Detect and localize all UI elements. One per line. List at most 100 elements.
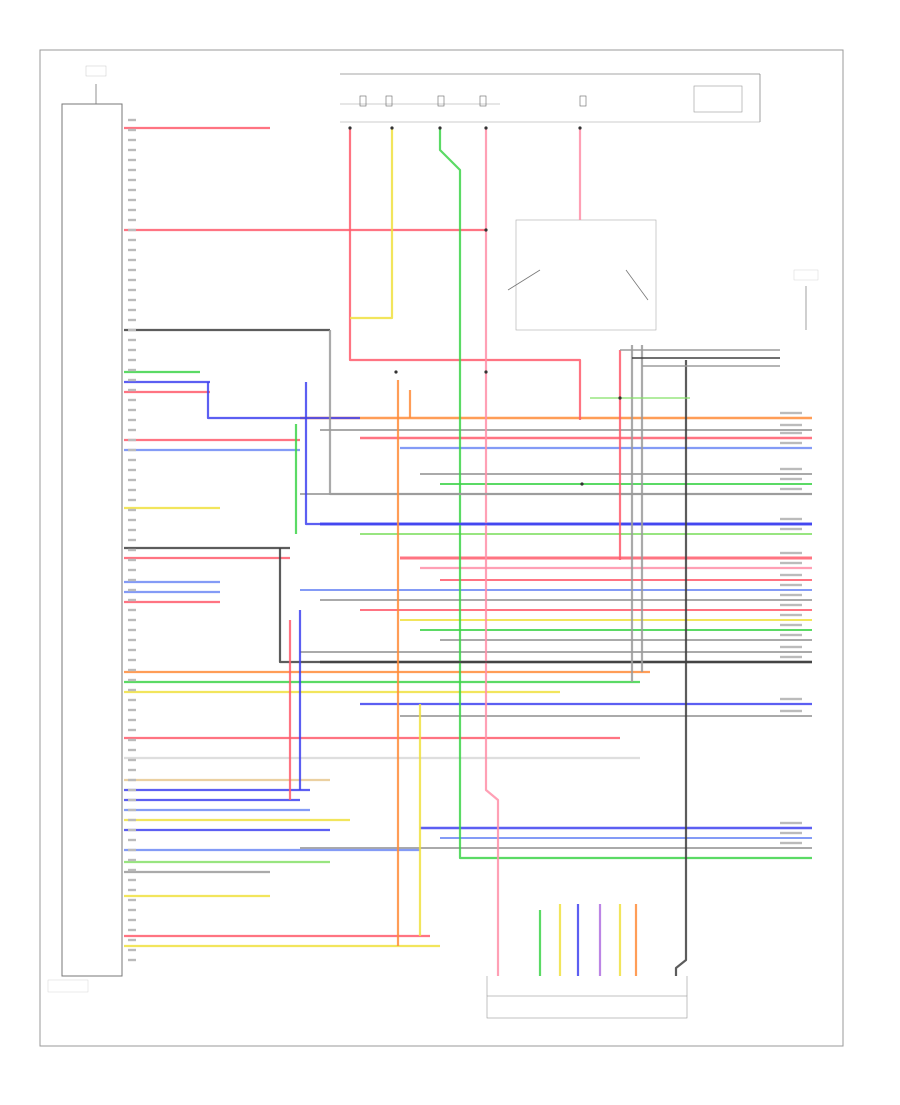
pin-label-mark <box>128 648 136 652</box>
pin-label-mark <box>128 278 136 282</box>
pin-label-mark <box>128 908 136 912</box>
pin-label-mark <box>128 178 136 182</box>
pin-label-mark <box>128 838 136 842</box>
pin-label-mark <box>128 128 136 132</box>
pin-label-mark <box>128 878 136 882</box>
pin-label-mark <box>128 288 136 292</box>
pin-label-mark <box>128 778 136 782</box>
pin-label-mark <box>780 583 802 587</box>
pin-label-mark <box>128 488 136 492</box>
pin-label-mark <box>780 593 802 597</box>
pin-label-mark <box>128 868 136 872</box>
pin-label-mark <box>780 467 802 471</box>
pin-label-mark <box>128 508 136 512</box>
right-ground-icon <box>793 269 819 330</box>
routing-wire <box>350 128 394 320</box>
pin-label-mark <box>128 588 136 592</box>
pin-label-mark <box>780 551 802 555</box>
pin-label-mark <box>128 808 136 812</box>
pin-label-mark <box>128 228 136 232</box>
pin-label-mark <box>128 638 136 642</box>
routing-wire <box>674 360 688 976</box>
pin-label-mark <box>128 728 136 732</box>
routing-wire <box>304 382 812 526</box>
pin-label-mark <box>128 538 136 542</box>
pin-label-mark <box>780 841 802 845</box>
pin-label-mark <box>780 423 802 427</box>
pin-label-mark <box>128 378 136 382</box>
left-control-module <box>47 65 123 993</box>
pin-label-mark <box>128 358 136 362</box>
pin-label-mark <box>128 248 136 252</box>
pin-label-mark <box>128 138 136 142</box>
splice-dot-icon <box>348 126 352 130</box>
top-fuse-block <box>340 73 761 123</box>
pin-label-mark <box>128 828 136 832</box>
pin-label-mark <box>128 448 136 452</box>
pin-label-mark <box>780 633 802 637</box>
pin-label-mark <box>128 658 136 662</box>
pin-label-mark <box>128 368 136 372</box>
relay-switch-icon <box>507 219 657 331</box>
routing-wire <box>328 330 812 496</box>
pin-label-mark <box>128 708 136 712</box>
routing-wire <box>206 382 360 420</box>
module-caption-box <box>47 979 89 993</box>
pin-label-mark <box>128 738 136 742</box>
pin-label-mark <box>780 517 802 521</box>
routing-wire <box>484 128 500 976</box>
pin-label-mark <box>128 718 136 722</box>
pin-label-mark <box>128 848 136 852</box>
pin-label-mark <box>128 238 136 242</box>
splice-dot-icon <box>618 396 622 400</box>
pin-label-mark <box>128 428 136 432</box>
pin-label-mark <box>128 218 136 222</box>
bottom-connector-block <box>486 976 688 1019</box>
splice-dot-icon <box>580 482 584 486</box>
splice-dot-icon <box>390 126 394 130</box>
pin-label-mark <box>128 898 136 902</box>
pin-label-mark <box>128 858 136 862</box>
pin-label-mark <box>128 308 136 312</box>
pin-label-mark <box>128 208 136 212</box>
pin-label-mark <box>780 411 802 415</box>
pin-label-mark <box>128 598 136 602</box>
routing-wire <box>438 128 812 860</box>
wire-harness <box>124 126 812 976</box>
pin-label-mark <box>128 418 136 422</box>
pin-label-mark <box>780 613 802 617</box>
pin-label-mark <box>128 258 136 262</box>
pin-label-mark <box>128 498 136 502</box>
pin-label-mark <box>128 438 136 442</box>
pin-label-mark <box>780 697 802 701</box>
wire-labels <box>128 118 802 962</box>
pin-label-mark <box>128 888 136 892</box>
pin-label-mark <box>128 388 136 392</box>
pin-label-mark <box>780 527 802 531</box>
pin-label-mark <box>128 158 136 162</box>
pin-label-mark <box>128 948 136 952</box>
splice-dots <box>348 126 622 486</box>
pin-label-mark <box>128 568 136 572</box>
pin-label-mark <box>128 928 136 932</box>
pin-label-mark <box>780 561 802 565</box>
pin-label-mark <box>780 431 802 435</box>
pin-label-mark <box>128 468 136 472</box>
pin-label-mark <box>128 148 136 152</box>
pin-label-mark <box>128 408 136 412</box>
pin-label-mark <box>128 188 136 192</box>
pin-label-mark <box>128 558 136 562</box>
routing-wire <box>348 128 582 420</box>
pin-label-mark <box>128 748 136 752</box>
pin-label-mark <box>128 198 136 202</box>
pin-label-mark <box>128 528 136 532</box>
pin-label-mark <box>128 958 136 962</box>
pin-label-mark <box>780 623 802 627</box>
pin-label-mark <box>780 477 802 481</box>
pin-label-mark <box>128 318 136 322</box>
pin-label-mark <box>128 628 136 632</box>
splice-dot-icon <box>394 370 398 374</box>
pin-label-mark <box>780 441 802 445</box>
pin-label-mark <box>128 918 136 922</box>
